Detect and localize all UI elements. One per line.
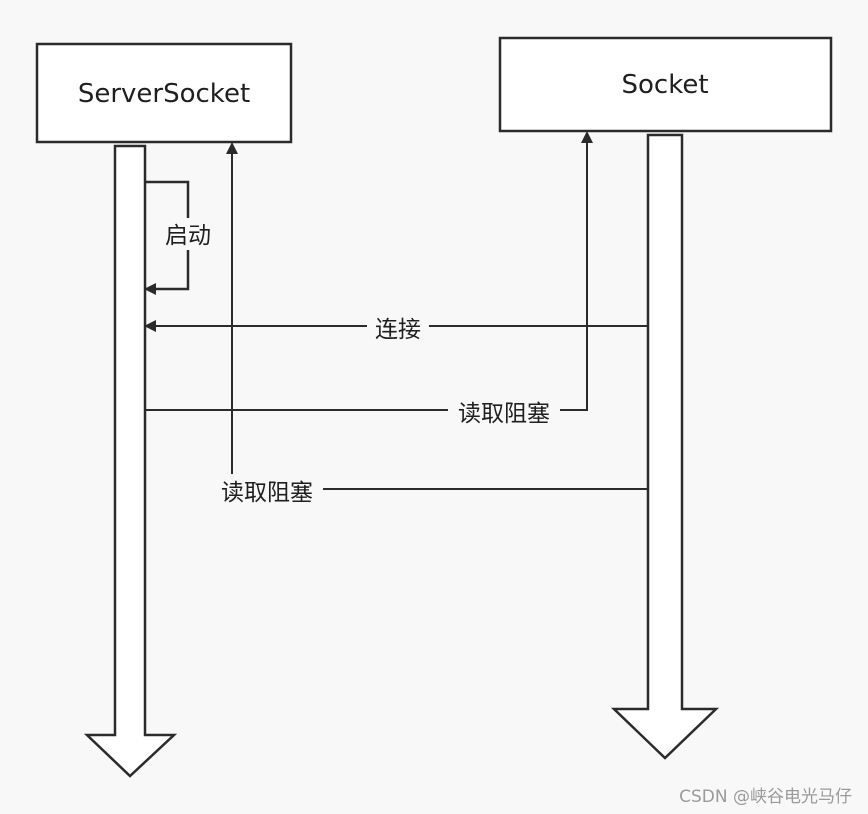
server-socket-node: ServerSocket (35, 42, 293, 144)
read-block-label-2: 读取阻塞 (221, 480, 313, 506)
start-label: 启动 (165, 223, 211, 249)
connect-label: 连接 (375, 317, 421, 343)
connect-label-bg (367, 312, 429, 344)
watermark-text: CSDN @峡谷电光马仔 (679, 787, 852, 807)
socket-node: Socket (498, 36, 833, 133)
client-lifeline-arrow (610, 133, 720, 760)
read-block-edge-client: 读取阻塞 (211, 142, 648, 506)
start-self-loop: 启动 (144, 180, 219, 295)
read-block-edge-server: 读取阻塞 (145, 131, 593, 427)
read-block-label-1-bg (448, 395, 560, 427)
server-socket-label: ServerSocket (78, 79, 250, 109)
socket-label: Socket (621, 70, 708, 100)
read-block-label-2-bg (211, 474, 323, 506)
server-lifeline-arrow (83, 144, 178, 778)
start-label-bg (157, 218, 219, 250)
read-block-label-1: 读取阻塞 (458, 401, 550, 427)
connect-edge: 连接 (144, 312, 648, 344)
